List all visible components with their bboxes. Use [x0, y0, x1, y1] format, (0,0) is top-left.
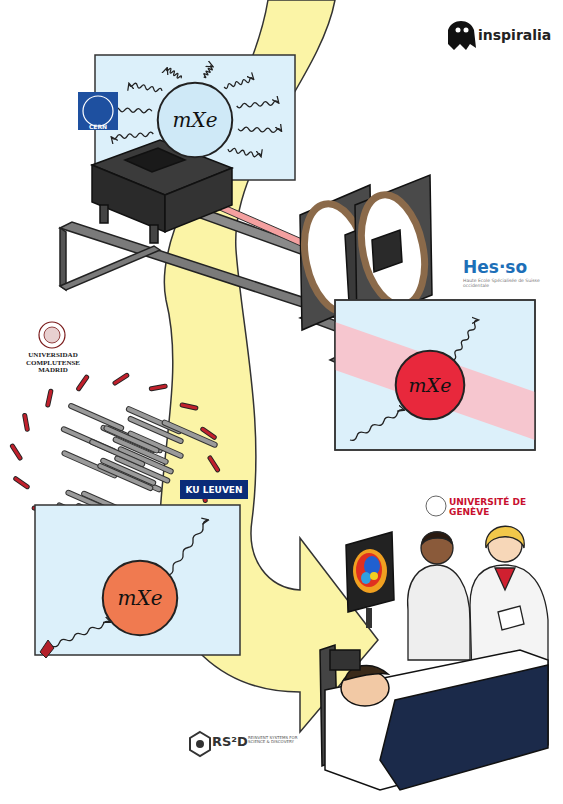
mascot	[448, 21, 476, 50]
detector-piece	[79, 377, 87, 388]
logo-icon	[190, 732, 210, 756]
wavy-arrow	[129, 83, 162, 91]
seal	[39, 322, 65, 348]
seal	[426, 496, 446, 516]
detector-piece	[16, 479, 27, 487]
detector-piece	[25, 416, 27, 430]
rect	[180, 480, 248, 499]
panel	[35, 505, 240, 655]
atom-circle: mXe	[395, 350, 465, 420]
fiber	[165, 423, 215, 445]
logo-text: inspiralia	[478, 28, 558, 43]
emission-waves	[109, 66, 281, 174]
laser-band	[335, 322, 535, 440]
circle	[396, 351, 465, 420]
fiber	[92, 442, 142, 464]
detector-piece	[210, 458, 218, 470]
detector-piece	[203, 429, 214, 437]
wavy-arrow	[112, 132, 154, 139]
emission-waves	[350, 320, 478, 440]
circle	[103, 561, 177, 635]
panel-border	[335, 300, 535, 450]
wavy-arrow	[238, 127, 281, 132]
wavy-arrow	[237, 101, 279, 108]
logo-text: RS²D	[212, 735, 252, 749]
detector-piece	[151, 386, 165, 388]
detector-piece	[79, 377, 87, 388]
detector-piece	[115, 375, 127, 383]
wavy-arrow	[452, 320, 478, 360]
fiber	[100, 466, 150, 488]
detector-piece	[203, 429, 214, 437]
wavy-arrow	[168, 520, 208, 575]
detector-piece	[12, 446, 20, 458]
atom-label: mXe	[172, 108, 217, 132]
wavy-arrow	[167, 68, 182, 78]
fiber	[100, 466, 150, 488]
laser-box	[92, 140, 232, 243]
detector-piece	[182, 405, 196, 408]
wavy-arrow	[52, 621, 110, 646]
detector-piece	[48, 391, 51, 405]
detector-piece	[48, 391, 51, 405]
logo-text: KU LEUVEN	[185, 485, 242, 495]
hospital-bed	[320, 645, 548, 790]
circle	[158, 83, 232, 157]
doctor	[408, 532, 470, 660]
logo-box: KU LEUVEN	[180, 480, 248, 499]
atom-circle: mXe	[157, 82, 233, 158]
mascot-eye	[464, 28, 469, 33]
detector-piece	[40, 640, 54, 658]
atom-label: mXe	[409, 374, 452, 396]
logo-subtitle: Haute Ecole Spécialisée de Suisse occide…	[463, 279, 543, 289]
logo-text: UNIVERSITÉ DE GENÈVE	[449, 498, 529, 518]
monitor	[346, 532, 394, 628]
logo-text: UNIVERSIDAD COMPLUTENSE MADRID	[20, 352, 86, 375]
mascot-eye	[456, 28, 461, 33]
atom-circle: mXe	[102, 560, 178, 636]
fiber	[106, 428, 156, 450]
fiber	[106, 428, 156, 450]
detector-piece	[182, 405, 196, 408]
logo-text: Hes·so	[463, 258, 553, 277]
detector-piece	[115, 375, 127, 383]
emission-waves	[52, 520, 208, 647]
detector-piece	[210, 458, 218, 470]
fiber	[71, 406, 121, 428]
wavy-arrow	[350, 410, 404, 441]
detector-piece	[12, 446, 20, 458]
logo-box	[78, 92, 118, 130]
wavy-arrow	[228, 148, 261, 156]
logo-ring	[83, 96, 113, 126]
logo-subtitle: REINVENT SYSTEMS FOR SCIENCE & DISCOVERY	[248, 736, 298, 745]
wavy-arrow	[204, 66, 213, 78]
detector-piece	[151, 386, 165, 388]
detector-piece	[16, 479, 27, 487]
wavy-arrow	[224, 78, 253, 89]
detector-piece	[25, 416, 27, 430]
atom-label: mXe	[117, 586, 162, 610]
fiber	[71, 406, 121, 428]
panel	[335, 300, 535, 450]
fiber	[92, 442, 142, 464]
fiber	[165, 423, 215, 445]
logo-text: CERN	[80, 124, 116, 131]
seal	[44, 327, 60, 343]
